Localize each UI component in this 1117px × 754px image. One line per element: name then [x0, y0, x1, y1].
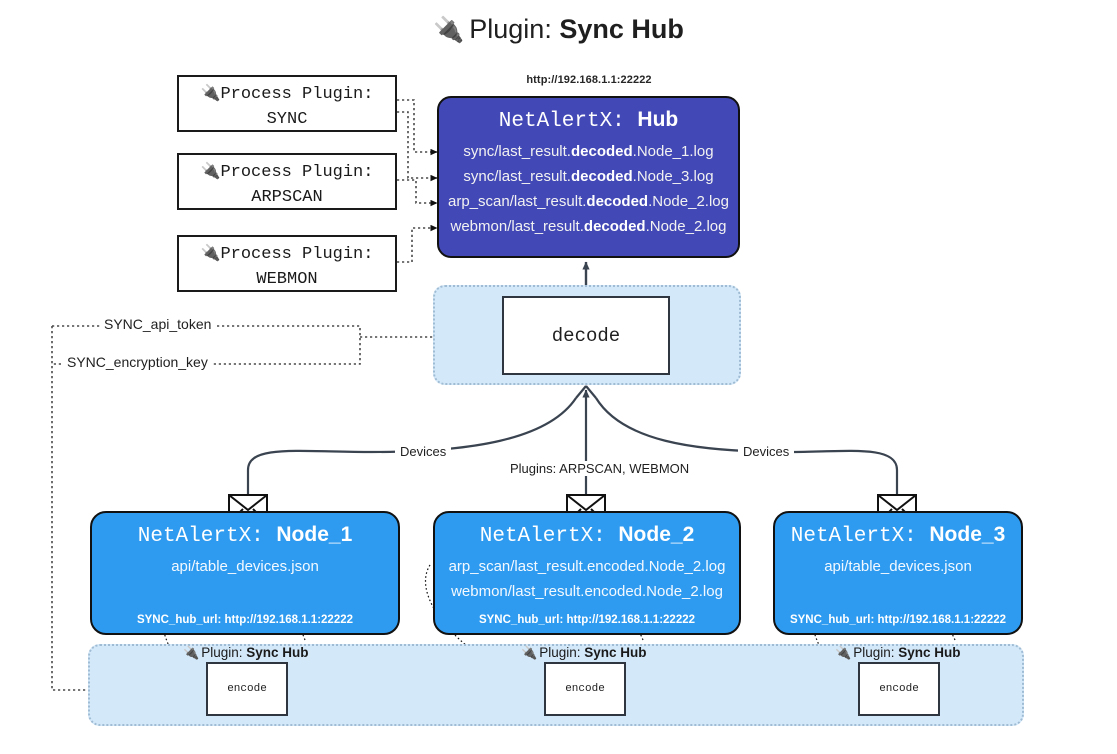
node3-hub-url: SYNC_hub_url: http://192.168.1.1:22222: [789, 614, 1007, 626]
wire-arpscan-to-log3: [397, 179, 438, 207]
plug-icon: 🔌: [433, 16, 465, 44]
node-box-node3[interactable]: NetAlertX: Node_3 api/table_devices.json…: [773, 511, 1023, 635]
process-plugin-sync[interactable]: 🔌Process Plugin: SYNC: [177, 75, 397, 132]
node-box-node1[interactable]: NetAlertX: Node_1 api/table_devices.json…: [90, 511, 400, 635]
hub-title-prefix: NetAlertX:: [498, 110, 625, 133]
process-plugin-arpscan[interactable]: 🔌Process Plugin: ARPSCAN: [177, 153, 397, 210]
process-plugin-webmon-line1: 🔌Process Plugin:: [200, 243, 374, 264]
wire-join-right: [585, 385, 597, 399]
node3-line: api/table_devices.json: [824, 558, 972, 575]
encode-box-node1[interactable]: encode: [206, 662, 288, 716]
plugin-tag-node1: 🔌Plugin: Sync Hub: [183, 645, 309, 660]
process-plugin-arpscan-line2: ARPSCAN: [251, 188, 323, 207]
wire-webmon-to-log4: [397, 224, 438, 263]
node1-line: api/table_devices.json: [171, 558, 319, 575]
wire-sync-to-log1: [397, 99, 438, 156]
encode-box-node3[interactable]: encode: [858, 662, 940, 716]
process-plugin-arpscan-line1: 🔌Process Plugin:: [200, 161, 374, 182]
node-box-node2[interactable]: NetAlertX: Node_2 arp_scan/last_result.e…: [433, 511, 741, 635]
node2-line: arp_scan/last_result.encoded.Node_2.log: [448, 558, 726, 575]
plug-icon: 🔌: [521, 645, 538, 660]
plug-icon: 🔌: [200, 161, 221, 180]
page-title-prefix: Plugin:: [469, 14, 552, 44]
wire-sync-to-log2: [397, 111, 438, 182]
process-plugin-sync-line1: 🔌Process Plugin:: [200, 83, 374, 104]
plug-icon: 🔌: [835, 645, 852, 660]
wire-join-left: [575, 385, 587, 399]
node2-title-name: Node_2: [618, 523, 695, 546]
hub-log-line: sync/last_result.decoded.Node_1.log: [463, 143, 714, 160]
node1-title: NetAlertX: Node_1: [92, 523, 398, 548]
node2-hub-url: SYNC_hub_url: http://192.168.1.1:22222: [478, 614, 696, 626]
plug-icon: 🔌: [200, 83, 221, 102]
node2-title-prefix: NetAlertX:: [479, 525, 606, 548]
label-plugins-center: Plugins: ARPSCAN, WEBMON: [505, 461, 695, 476]
page-title: 🔌Plugin: Sync Hub: [0, 14, 1117, 45]
node2-line: webmon/last_result.encoded.Node_2.log: [451, 583, 723, 600]
label-devices-left: Devices: [395, 444, 452, 459]
label-sync-api-token: SYNC_api_token: [100, 316, 216, 332]
process-plugin-webmon[interactable]: 🔌Process Plugin: WEBMON: [177, 235, 397, 292]
hub-log-line: arp_scan/last_result.decoded.Node_2.log: [448, 193, 729, 210]
node1-title-name: Node_1: [276, 523, 353, 546]
hub-log-line: sync/last_result.decoded.Node_3.log: [463, 168, 714, 185]
hub-box[interactable]: NetAlertX: Hub sync/last_result.decoded.…: [437, 96, 740, 258]
plugin-tag-node3: 🔌Plugin: Sync Hub: [835, 645, 961, 660]
node2-lines: arp_scan/last_result.encoded.Node_2.log …: [435, 554, 739, 604]
wire-token-to-encode-zone: [51, 326, 129, 694]
hub-title: NetAlertX: Hub: [439, 108, 738, 133]
node3-title-prefix: NetAlertX:: [790, 525, 917, 548]
node3-title-name: Node_3: [929, 523, 1006, 546]
hub-url-label: http://192.168.1.1:22222: [526, 74, 652, 86]
decode-box[interactable]: decode: [502, 296, 670, 375]
plugin-tag-node2: 🔌Plugin: Sync Hub: [521, 645, 647, 660]
hub-log-list: sync/last_result.decoded.Node_1.log sync…: [439, 139, 738, 239]
node1-title-prefix: NetAlertX:: [137, 525, 264, 548]
process-plugin-sync-line2: SYNC: [266, 110, 308, 129]
page-title-name: Sync Hub: [559, 14, 684, 44]
node3-lines: api/table_devices.json: [775, 554, 1021, 579]
encode-box-node2[interactable]: encode: [544, 662, 626, 716]
node2-title: NetAlertX: Node_2: [435, 523, 739, 548]
label-sync-encryption-key: SYNC_encryption_key: [63, 354, 212, 370]
node3-title: NetAlertX: Node_3: [775, 523, 1021, 548]
node1-hub-url: SYNC_hub_url: http://192.168.1.1:22222: [136, 614, 354, 626]
plug-icon: 🔌: [183, 645, 200, 660]
node1-lines: api/table_devices.json: [92, 554, 398, 579]
hub-log-line: webmon/last_result.decoded.Node_2.log: [450, 218, 727, 235]
label-devices-right: Devices: [738, 444, 795, 459]
process-plugin-webmon-line2: WEBMON: [256, 270, 318, 289]
hub-title-name: Hub: [637, 108, 679, 131]
plug-icon: 🔌: [200, 243, 221, 262]
